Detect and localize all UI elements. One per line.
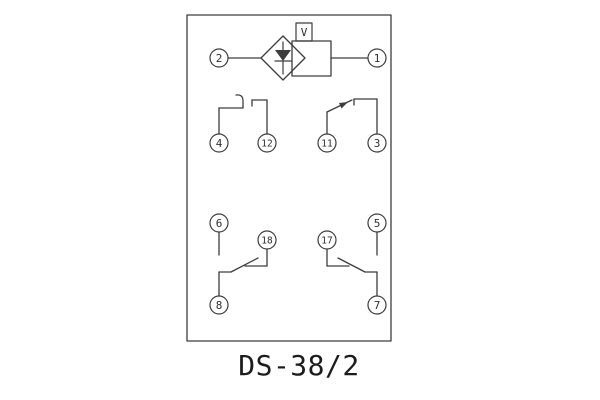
terminal-11-circle xyxy=(317,133,337,153)
terminal-8-circle xyxy=(209,295,229,315)
terminal-2-label: 2 xyxy=(216,52,223,65)
terminal-1-circle xyxy=(367,48,387,68)
terminal-3: 3 xyxy=(367,133,387,153)
terminal-18-label: 18 xyxy=(261,235,273,246)
contact-blade xyxy=(326,99,353,113)
terminal-1: 1 xyxy=(367,48,387,68)
relay-coil-block xyxy=(291,40,332,77)
terminal-5-circle xyxy=(367,213,387,233)
bridge-rectifier xyxy=(260,35,306,81)
terminal-17-label: 17 xyxy=(321,235,332,246)
terminal-8: 8 xyxy=(209,295,229,315)
voltage-indicator: V xyxy=(295,22,313,42)
terminal-3-label: 3 xyxy=(374,137,381,150)
latch-hook-symbol xyxy=(235,94,244,109)
terminal-18-circle xyxy=(257,230,277,250)
terminal-6-circle xyxy=(209,213,229,233)
terminal-12: 12 xyxy=(257,133,277,153)
terminal-4: 4 xyxy=(209,133,229,153)
terminal-4-circle xyxy=(209,133,229,153)
enclosure-border xyxy=(186,14,392,342)
terminal-5-label: 5 xyxy=(374,217,381,230)
diode-triangle-icon xyxy=(275,50,291,61)
voltage-indicator-label: V xyxy=(301,26,308,39)
terminal-12-label: 12 xyxy=(261,138,272,149)
terminal-2-circle xyxy=(209,48,229,68)
terminal-11-label: 11 xyxy=(321,138,333,149)
terminal-12-circle xyxy=(257,133,277,153)
terminal-6: 6 xyxy=(209,213,229,233)
terminal-7-circle xyxy=(367,295,387,315)
arrowhead-icon xyxy=(339,102,348,109)
terminal-3-circle xyxy=(367,133,387,153)
terminal-7-label: 7 xyxy=(374,299,381,312)
voltage-indicator-box xyxy=(295,22,313,42)
wiring xyxy=(218,57,378,297)
diagram-title: DS-38/2 xyxy=(238,349,360,382)
terminal-18: 18 xyxy=(257,230,277,250)
contact-blade xyxy=(337,257,366,273)
terminal-6-label: 6 xyxy=(216,217,223,230)
terminal-4-label: 4 xyxy=(216,137,223,150)
contact-blade xyxy=(230,257,259,273)
terminal-1-label: 1 xyxy=(374,52,381,65)
terminal-5: 5 xyxy=(367,213,387,233)
terminal-17-circle xyxy=(317,230,337,250)
terminal-2: 2 xyxy=(209,48,229,68)
terminal-17: 17 xyxy=(317,230,337,250)
terminal-8-label: 8 xyxy=(216,299,223,312)
rectifier-diamond xyxy=(260,35,306,81)
terminal-11: 11 xyxy=(317,133,337,153)
terminal-7: 7 xyxy=(367,295,387,315)
